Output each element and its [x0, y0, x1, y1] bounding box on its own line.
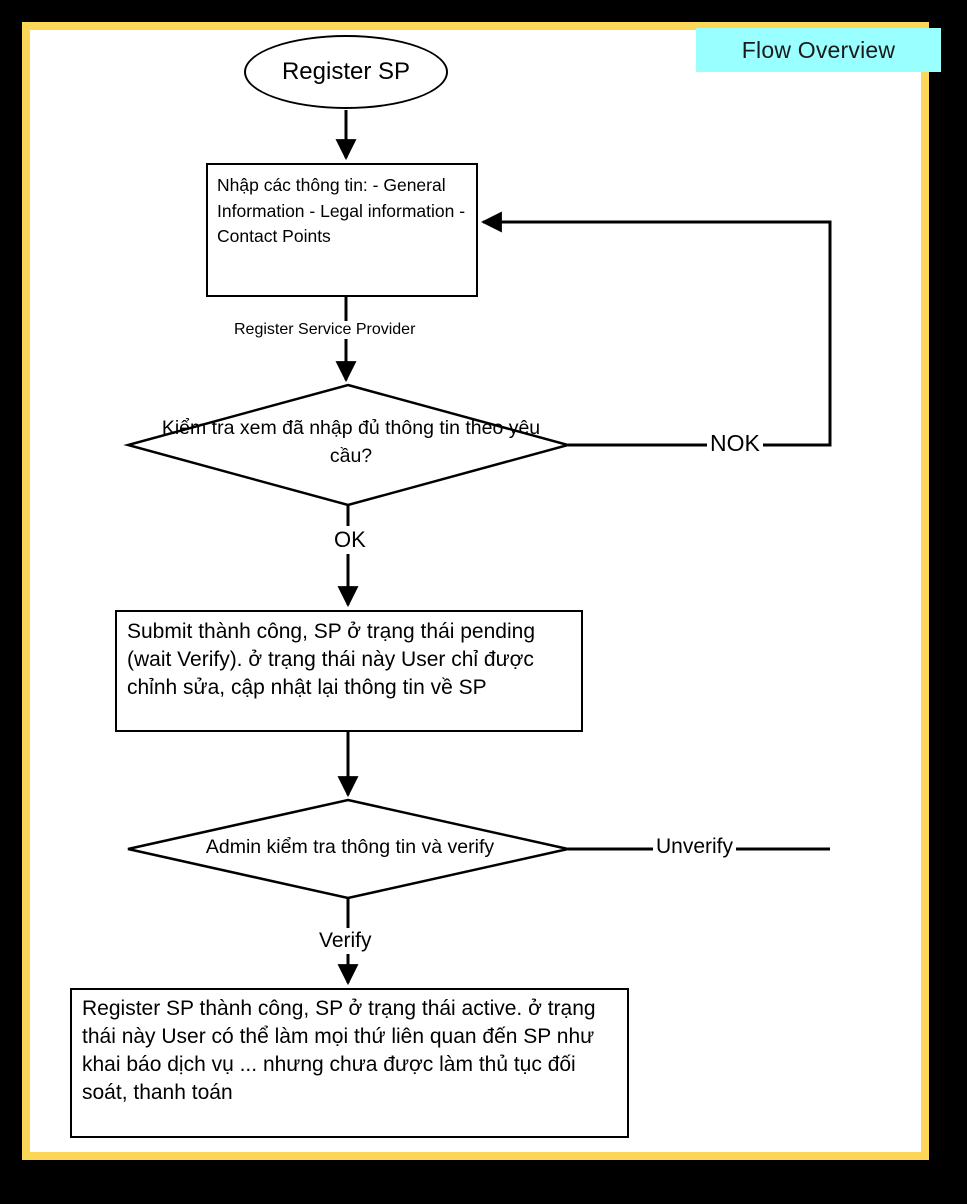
banner-label: Flow Overview: [741, 36, 896, 63]
node-input-information-text: Nhập các thông tin: - General Informatio…: [217, 175, 466, 247]
decision-admin-verify-shape: [127, 798, 569, 900]
node-input-information: Nhập các thông tin: - General Informatio…: [206, 163, 478, 297]
decision-check-info-shape: [123, 383, 573, 507]
node-start-label: Register SP: [281, 58, 411, 85]
node-start-register-sp: Register SP: [244, 35, 448, 109]
node-active-status-text: Register SP thành công, SP ở trạng thái …: [82, 997, 596, 1104]
node-pending-status-text: Submit thành công, SP ở trạng thái pendi…: [127, 620, 535, 699]
node-active-status: Register SP thành công, SP ở trạng thái …: [70, 988, 629, 1138]
edge-check-nok-to-input: [480, 211, 832, 447]
flow-overview-banner: Flow Overview: [696, 28, 941, 72]
node-pending-status: Submit thành công, SP ở trạng thái pendi…: [115, 610, 583, 732]
